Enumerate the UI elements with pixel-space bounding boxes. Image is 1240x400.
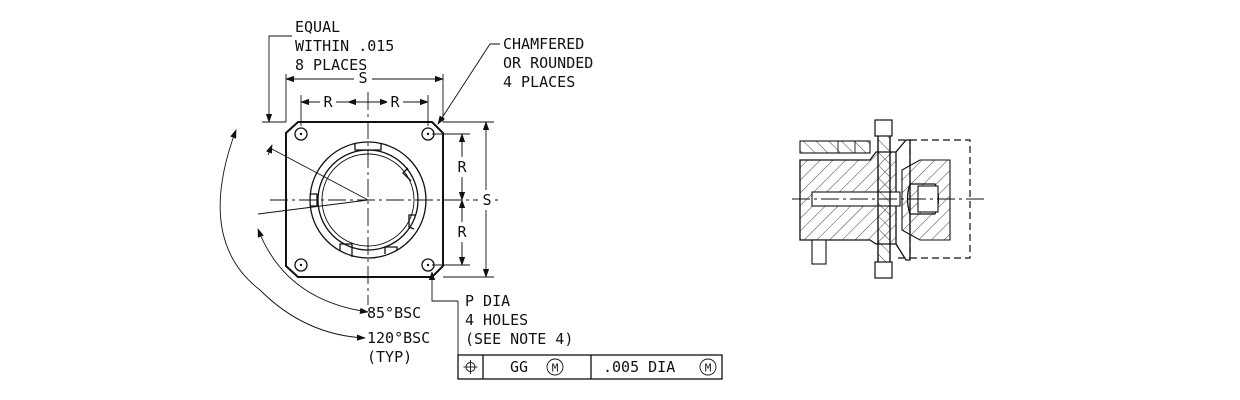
mounting-hole-top-left: [294, 127, 308, 141]
dim-label-r-lower: R: [457, 223, 467, 241]
svg-text:(SEE NOTE 4): (SEE NOTE 4): [465, 330, 573, 348]
svg-text:8 PLACES: 8 PLACES: [295, 56, 367, 74]
side-section-view: [792, 119, 985, 279]
angle-dimension-85: 85°BSC: [257, 228, 421, 322]
note-chamfer: CHAMFERED OR ROUNDED 4 PLACES: [437, 35, 593, 125]
position-icon: [463, 360, 478, 374]
front-view: S R R S R R EQUAL WITHIN .015 8 PLACE: [219, 18, 723, 380]
svg-text:85°BSC: 85°BSC: [367, 304, 421, 322]
dim-label-r-upper: R: [457, 158, 467, 176]
svg-text:P DIA: P DIA: [465, 292, 510, 310]
svg-text:EQUAL: EQUAL: [295, 18, 340, 36]
svg-text:4 HOLES: 4 HOLES: [465, 311, 528, 329]
feature-control-frame: GG M .005 DIA M: [457, 354, 723, 380]
dim-label-r-left: R: [323, 93, 333, 111]
angle-ref-line: [257, 199, 369, 215]
svg-text:WITHIN .015: WITHIN .015: [295, 37, 394, 55]
svg-text:OR ROUNDED: OR ROUNDED: [503, 54, 593, 72]
mounting-hole-bottom-left: [294, 258, 308, 272]
flange-section: [877, 121, 891, 278]
fcf-tolerance-modifier: M: [705, 362, 712, 375]
note-holes: P DIA 4 HOLES (SEE NOTE 4): [428, 271, 573, 355]
svg-text:4 PLACES: 4 PLACES: [503, 73, 575, 91]
angle-dimension-120: 120°BSC (TYP): [219, 129, 430, 366]
dim-label-s-top: S: [358, 69, 367, 87]
fcf-datum-modifier: M: [552, 362, 559, 375]
fcf-datum: GG: [510, 358, 528, 376]
fcf-tolerance: .005 DIA: [603, 358, 675, 376]
note-equal: EQUAL WITHIN .015 8 PLACES: [262, 18, 394, 123]
svg-text:120°BSC: 120°BSC: [367, 329, 430, 347]
svg-text:(TYP): (TYP): [367, 348, 412, 366]
svg-text:CHAMFERED: CHAMFERED: [503, 35, 584, 53]
dim-label-r-right: R: [390, 93, 400, 111]
dim-label-s-side: S: [482, 191, 491, 209]
